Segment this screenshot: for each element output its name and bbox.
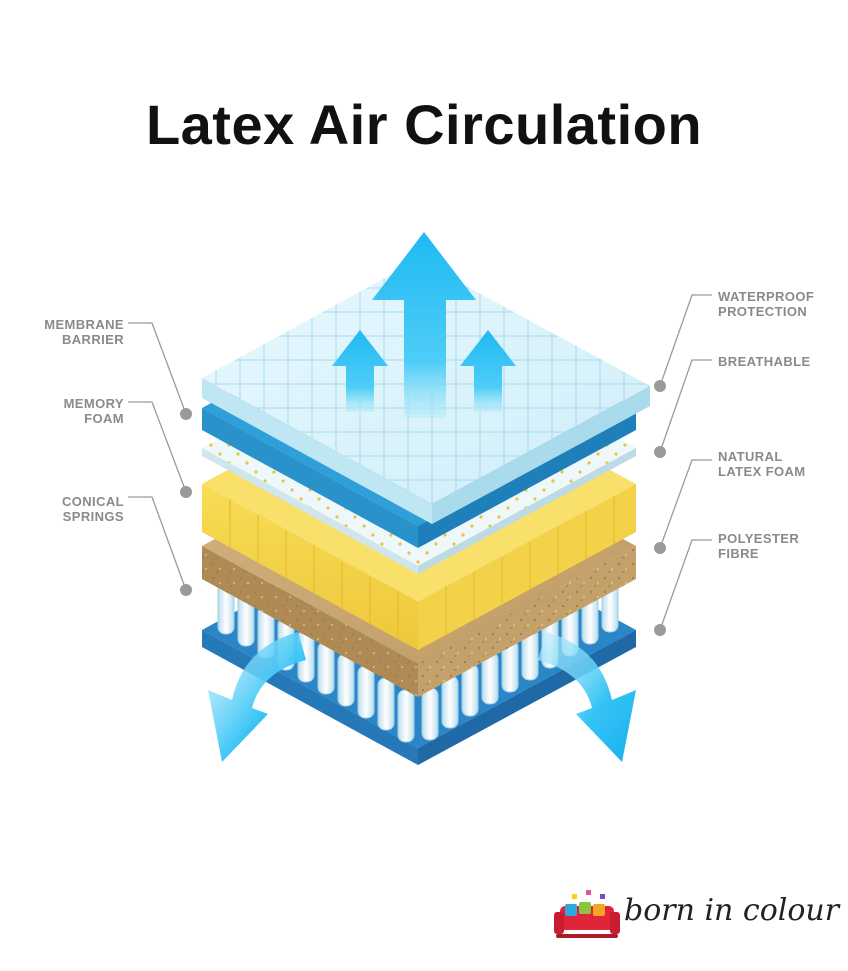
callout-dots (180, 380, 666, 636)
label-breathable: BREATHABLE (718, 354, 811, 369)
airflow-up-arrows (332, 232, 516, 418)
brand-logo-text: born in colour (624, 893, 840, 928)
curved-arrow-left-icon (208, 632, 306, 762)
arrow-up-icon (460, 330, 516, 412)
curved-arrow-right-icon (538, 632, 636, 762)
arrow-up-icon (372, 232, 476, 418)
sofa-icon (554, 890, 620, 938)
airflow-out-arrows (208, 632, 636, 762)
page-title: Latex Air Circulation (145, 93, 703, 156)
callout-lines (128, 294, 712, 631)
arrow-up-icon (332, 330, 388, 412)
